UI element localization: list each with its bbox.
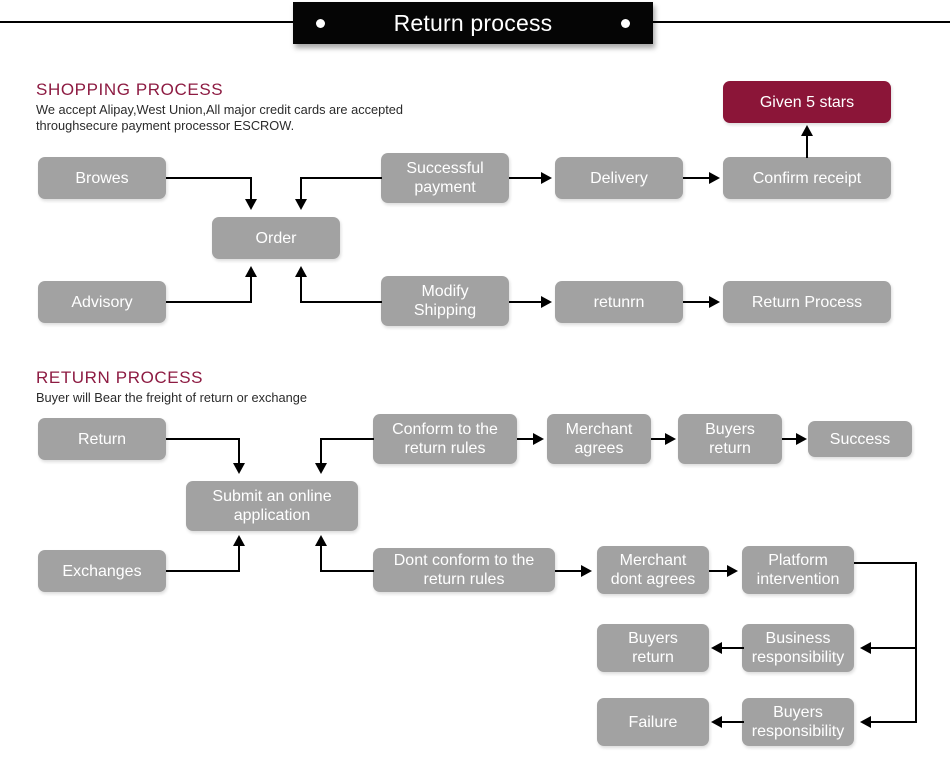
node-business-responsibility[interactable]: Business responsibility	[742, 624, 854, 672]
arrowhead-payment-delivery	[541, 172, 552, 184]
arrowhead-delivery-confirm	[709, 172, 720, 184]
page-title: Return process	[393, 10, 553, 36]
arrowhead-merchantdont-platform	[727, 565, 738, 577]
node-browes[interactable]: Browes	[38, 157, 166, 199]
connector-delivery-confirm	[683, 177, 711, 179]
arrowhead-browes-order	[245, 199, 257, 210]
node-buyers-responsibility[interactable]: Buyers responsibility	[742, 698, 854, 746]
connector-buyersreturn-success	[782, 438, 798, 440]
node-failure[interactable]: Failure	[597, 698, 709, 746]
node-return-process[interactable]: Return Process	[723, 281, 891, 323]
node-order[interactable]: Order	[212, 217, 340, 259]
node-merchant-dont-agrees[interactable]: Merchant dont agrees	[597, 546, 709, 594]
connector-return-submit-h	[166, 438, 240, 440]
shopping-process-heading: SHOPPING PROCESS	[36, 80, 224, 99]
arrowhead-advisory-order	[245, 266, 257, 277]
node-given-5-stars[interactable]: Given 5 stars	[723, 81, 891, 123]
connector-advisory-order-v	[250, 277, 252, 303]
arrowhead-modify-retunrn	[541, 296, 552, 308]
connector-payment-order-v	[300, 177, 302, 201]
connector-merchant-buyersreturn	[651, 438, 667, 440]
node-merchant-agrees[interactable]: Merchant agrees	[547, 414, 651, 464]
connector-modify-order-v	[300, 277, 302, 303]
connector-business-buyersreturn-h	[722, 647, 744, 649]
connector-dontconform-submit-v	[320, 546, 322, 572]
connector-conform-merchant	[517, 438, 535, 440]
arrowhead-bus-business	[860, 642, 871, 654]
bullet-dot-icon-left	[316, 19, 325, 28]
arrowhead-merchant-buyersreturn	[665, 433, 676, 445]
connector-modify-order-h	[300, 301, 382, 303]
connector-browes-order-v	[250, 177, 252, 201]
connector-dontconform-submit-h	[320, 570, 374, 572]
arrowhead-retunrn-returnprocess	[709, 296, 720, 308]
return-process-subtitle: Buyer will Bear the freight of return or…	[36, 390, 308, 405]
connector-buyersresp-failure-h	[722, 721, 744, 723]
connector-payment-delivery	[509, 177, 543, 179]
node-dont-conform-to-return-rules[interactable]: Dont conform to the return rules	[373, 548, 555, 592]
title-banner: Return process	[293, 2, 653, 44]
arrowhead-return-submit	[233, 463, 245, 474]
arrowhead-exchanges-submit	[233, 535, 245, 546]
connector-retunrn-returnprocess	[683, 301, 711, 303]
bullet-dot-icon-right	[621, 19, 630, 28]
arrowhead-payment-order	[295, 199, 307, 210]
connector-dontconform-merchantdont	[555, 570, 583, 572]
arrowhead-conform-merchant	[533, 433, 544, 445]
node-return[interactable]: Return	[38, 418, 166, 460]
connector-return-submit-v	[238, 438, 240, 465]
connector-exchanges-submit-h	[166, 570, 240, 572]
connector-modify-retunrn	[509, 301, 543, 303]
node-platform-intervention[interactable]: Platform intervention	[742, 546, 854, 594]
arrowhead-bus-buyersresp	[860, 716, 871, 728]
arrowhead-business-buyersreturn	[711, 642, 722, 654]
node-exchanges[interactable]: Exchanges	[38, 550, 166, 592]
connector-exchanges-submit-v	[238, 546, 240, 572]
connector-advisory-order-h	[166, 301, 252, 303]
node-submit-online-application[interactable]: Submit an online application	[186, 481, 358, 531]
arrowhead-buyersresp-failure	[711, 716, 722, 728]
connector-platform-bus-vertical	[915, 562, 917, 722]
arrowhead-dontconform-submit	[315, 535, 327, 546]
connector-platform-bus-top	[854, 562, 917, 564]
return-process-heading: RETURN PROCESS	[36, 368, 204, 387]
node-buyers-return-mid[interactable]: Buyers return	[597, 624, 709, 672]
connector-merchantdont-platform	[709, 570, 729, 572]
connector-bus-buyersresp-h	[870, 721, 917, 723]
connector-browes-order-h	[166, 177, 252, 179]
arrowhead-confirm-stars	[801, 125, 813, 136]
node-delivery[interactable]: Delivery	[555, 157, 683, 199]
arrowhead-dontconform-merchantdont	[581, 565, 592, 577]
node-confirm-receipt[interactable]: Confirm receipt	[723, 157, 891, 199]
connector-conform-submit-v	[320, 438, 322, 465]
arrowhead-modify-order	[295, 266, 307, 277]
arrowhead-conform-submit	[315, 463, 327, 474]
node-advisory[interactable]: Advisory	[38, 281, 166, 323]
node-conform-to-return-rules[interactable]: Conform to the return rules	[373, 414, 517, 464]
connector-conform-submit-h	[320, 438, 374, 440]
node-buyers-return-top[interactable]: Buyers return	[678, 414, 782, 464]
node-successful-payment[interactable]: Successful payment	[381, 153, 509, 203]
node-modify-shipping[interactable]: Modify Shipping	[381, 276, 509, 326]
connector-confirm-stars	[806, 136, 808, 158]
connector-bus-business-h	[870, 647, 917, 649]
node-success[interactable]: Success	[808, 421, 912, 457]
arrowhead-buyersreturn-success	[796, 433, 807, 445]
shopping-process-subtitle: We accept Alipay,West Union,All major cr…	[36, 102, 404, 133]
node-retunrn[interactable]: retunrn	[555, 281, 683, 323]
connector-payment-order-h	[300, 177, 382, 179]
